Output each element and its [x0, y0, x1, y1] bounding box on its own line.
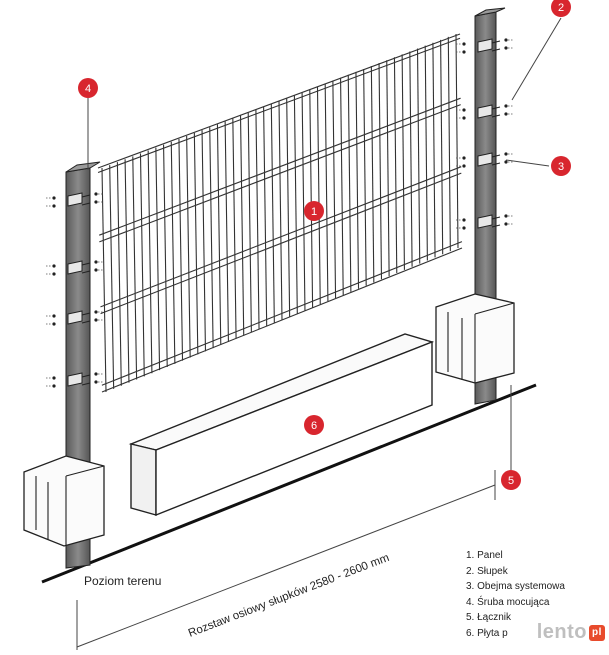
dimension-line	[76, 470, 496, 650]
legend-item: 1. Panel	[466, 550, 503, 561]
ground-line	[41, 383, 537, 584]
watermark-badge: pl	[589, 624, 605, 641]
callout-3-label: 3	[558, 161, 564, 173]
callout-5-label: 5	[508, 475, 514, 487]
parts-legend: 1. Panel 2. Słupek 3. Obejma systemowa 4…	[466, 548, 606, 642]
callout-1: 1	[304, 201, 324, 221]
callout-3: 3	[551, 156, 571, 176]
legend-item: 2. Słupek	[466, 565, 508, 577]
legend-item: 4. Śruba mocująca	[466, 596, 550, 608]
callout-5: 5	[501, 470, 521, 490]
fence-panel	[97, 33, 463, 393]
callout-6: 6	[304, 415, 324, 435]
left-post-base	[23, 455, 105, 547]
concrete-board	[128, 333, 435, 517]
legend-item: 6. Płyta p	[466, 627, 508, 639]
watermark-text: lento	[536, 621, 587, 643]
right-post-base	[435, 293, 515, 384]
post-clamps	[46, 38, 514, 388]
callout-6-label: 6	[311, 420, 317, 432]
callout-4-label: 4	[85, 83, 91, 95]
ground-level-label: Poziom terenu	[84, 574, 162, 588]
legend-item: 3. Obejma systemowa	[466, 581, 565, 593]
callout-1-label: 1	[311, 206, 317, 218]
callout-leaders	[87, 17, 562, 470]
callout-2: 2	[551, 0, 571, 17]
callout-2-label: 2	[558, 2, 564, 14]
legend-item: 5. Łącznik	[466, 612, 512, 624]
callout-4: 4	[78, 78, 98, 98]
